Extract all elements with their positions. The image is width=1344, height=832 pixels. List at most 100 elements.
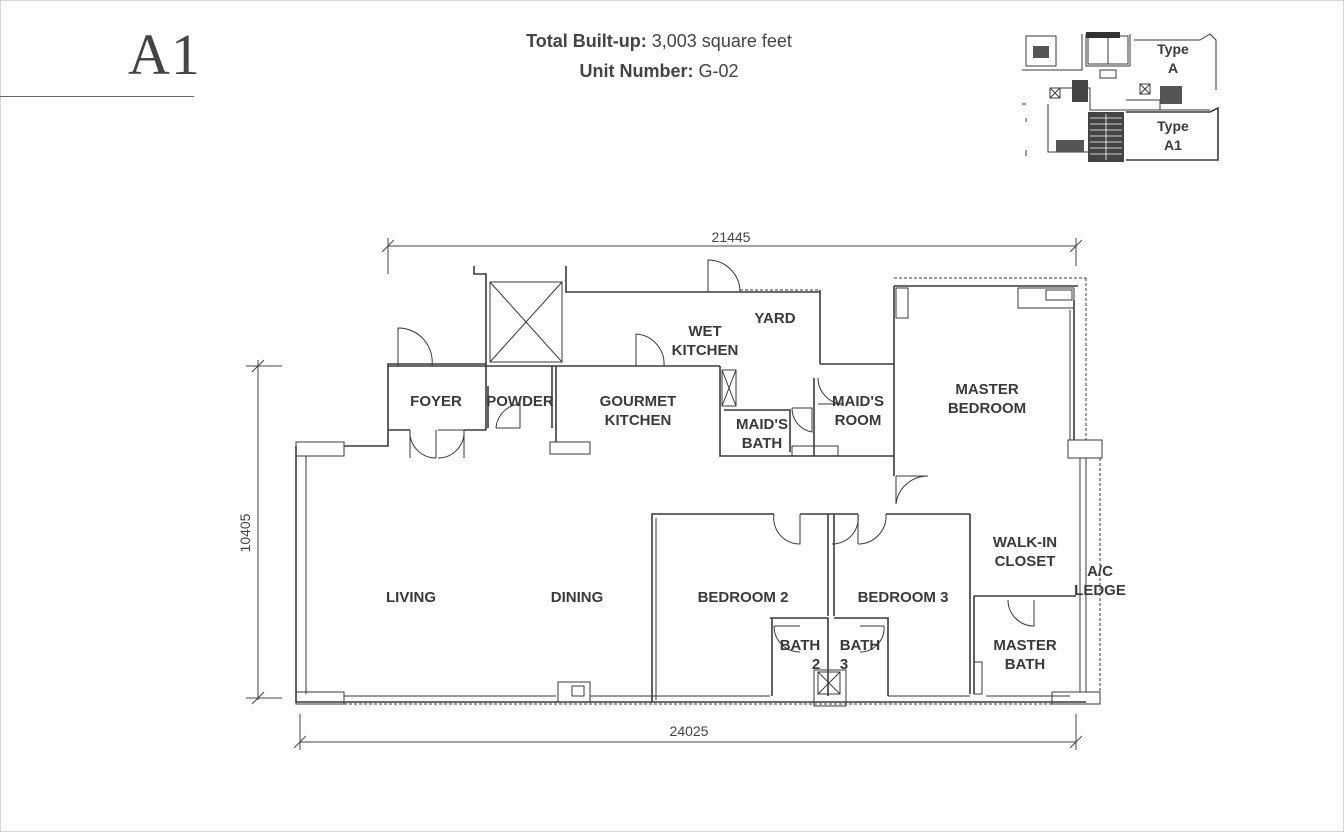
door-bedroom2 <box>773 513 801 545</box>
door-maids-bath <box>791 407 813 433</box>
label-wet-kitchen-1: WET <box>688 323 721 340</box>
dimension-top-label: 21445 <box>712 229 751 245</box>
dimension-bottom-tick <box>1069 735 1083 749</box>
door-foyer-swing <box>397 327 433 367</box>
door-wet-kitchen <box>635 333 665 367</box>
label-master-bedroom-1: MASTER <box>955 381 1019 398</box>
key-plan-wall <box>1050 87 1210 111</box>
bath-shaft-inner <box>817 671 841 695</box>
door-powder-swing <box>495 403 521 429</box>
key-plan: Type A Type A1 <box>1022 32 1219 162</box>
column-bottom-right <box>1051 691 1101 705</box>
label-bath-3-1: BATH <box>840 637 881 654</box>
dimension-top-tick <box>381 239 395 253</box>
key-plan-wall <box>1085 34 1131 67</box>
key-plan-wall <box>1022 34 1083 71</box>
label-living: LIVING <box>386 589 436 606</box>
dimension-bottom: 24025 <box>293 714 1083 750</box>
bath-shaft-cross <box>817 671 841 695</box>
column-master-right <box>1067 439 1103 459</box>
label-master-bath-2: BATH <box>1005 656 1046 673</box>
label-walk-in-closet-1: WALK-IN <box>993 534 1057 551</box>
label-wet-kitchen-2: KITCHEN <box>672 342 739 359</box>
column-gourmet <box>549 441 591 455</box>
label-gourmet-kitchen-2: KITCHEN <box>605 412 672 429</box>
door-bedroom3 <box>831 513 859 545</box>
key-plan-block <box>1072 80 1088 102</box>
lift-shaft <box>489 281 563 363</box>
wall-lift-right <box>565 266 740 293</box>
unit-type-title: A1 <box>128 22 201 87</box>
unit-number-label: Unit Number: <box>579 61 694 81</box>
floor-plan <box>295 259 1103 707</box>
key-plan-block <box>1139 83 1151 95</box>
key-plan-type-a1-label-2: A1 <box>1164 137 1182 153</box>
built-up-line: Total Built-up: 3,003 square feet <box>0 31 1318 52</box>
unit-number-value: G-02 <box>698 61 739 81</box>
lift-shaft-cross <box>489 281 563 363</box>
door-main-entrance <box>409 429 465 459</box>
door-maids-room <box>817 377 845 405</box>
kitchen-appliance <box>721 369 737 407</box>
key-plan-block <box>1099 69 1117 79</box>
key-plan-block <box>1086 32 1120 38</box>
key-plan-block <box>1033 46 1049 58</box>
dimension-left-tick <box>251 691 265 705</box>
label-bedroom-3: BEDROOM 3 <box>858 589 949 606</box>
label-powder: POWDER <box>486 393 554 410</box>
dimension-top: 21445 <box>381 229 1083 274</box>
label-bath-3-2: 3 <box>840 656 848 673</box>
key-plan-type-a-label-1: Type <box>1157 41 1189 57</box>
wall-bath3 <box>834 617 889 696</box>
label-ac-ledge-2: LEDGE <box>1074 582 1126 599</box>
label-maids-bath-1: MAID'S <box>736 416 788 433</box>
kitchen-appliance-cross <box>721 369 737 407</box>
label-walk-in-closet-2: CLOSET <box>995 553 1056 570</box>
label-maids-room-1: MAID'S <box>832 393 884 410</box>
exterior-wall-left-bottom <box>295 446 1086 703</box>
dimension-top-tick <box>1069 239 1083 253</box>
label-ac-ledge-1: A/C <box>1087 563 1113 580</box>
label-bath-2-2: 2 <box>812 656 820 673</box>
wall-bedroom2-outer <box>651 513 774 702</box>
door-yard <box>707 259 741 293</box>
label-maids-bath-2: BATH <box>742 435 783 452</box>
key-plan-wall <box>1126 99 1161 110</box>
dimension-left-label: 10405 <box>237 513 253 552</box>
key-plan-block <box>1049 87 1061 99</box>
master-ac-unit <box>1017 287 1075 309</box>
label-gourmet-kitchen-1: GOURMET <box>600 393 677 410</box>
key-plan-type-a1-label-1: Type <box>1157 118 1189 134</box>
label-yard: YARD <box>754 310 795 327</box>
dimension-left: 10405 <box>237 359 282 705</box>
column-maids <box>791 445 839 457</box>
label-foyer: FOYER <box>410 393 462 410</box>
label-master-bath-1: MASTER <box>993 637 1057 654</box>
master-bath-fixture <box>973 661 983 695</box>
dimension-left-tick <box>251 359 265 373</box>
bath-shaft <box>813 669 847 707</box>
master-ac-inner <box>1045 289 1073 301</box>
label-maids-room-2: ROOM <box>835 412 882 429</box>
unit-number-line: Unit Number: G-02 <box>0 61 1318 82</box>
built-up-label: Total Built-up: <box>526 31 647 51</box>
label-bath-2-1: BATH <box>780 637 821 654</box>
key-plan-block <box>1056 140 1084 152</box>
wall-foyer-outer <box>344 363 486 447</box>
door-bath3 <box>859 625 885 653</box>
door-powder <box>496 400 521 429</box>
bottom-column-inner <box>571 685 585 697</box>
key-plan-block <box>1025 35 1057 67</box>
wall-maids-bath <box>724 409 791 452</box>
label-master-bedroom-2: BEDROOM <box>948 400 1026 417</box>
key-plan-outline <box>1134 33 1217 90</box>
key-plan-wall <box>1139 83 1151 95</box>
bottom-column-box <box>557 681 591 703</box>
built-up-value: 3,003 square feet <box>651 31 792 51</box>
dimension-bottom-tick <box>293 735 307 749</box>
master-wardrobe-panel <box>895 287 909 319</box>
door-master <box>895 475 929 505</box>
key-plan-type-a1-outline <box>1126 106 1219 161</box>
key-plan-wall <box>1049 87 1061 99</box>
